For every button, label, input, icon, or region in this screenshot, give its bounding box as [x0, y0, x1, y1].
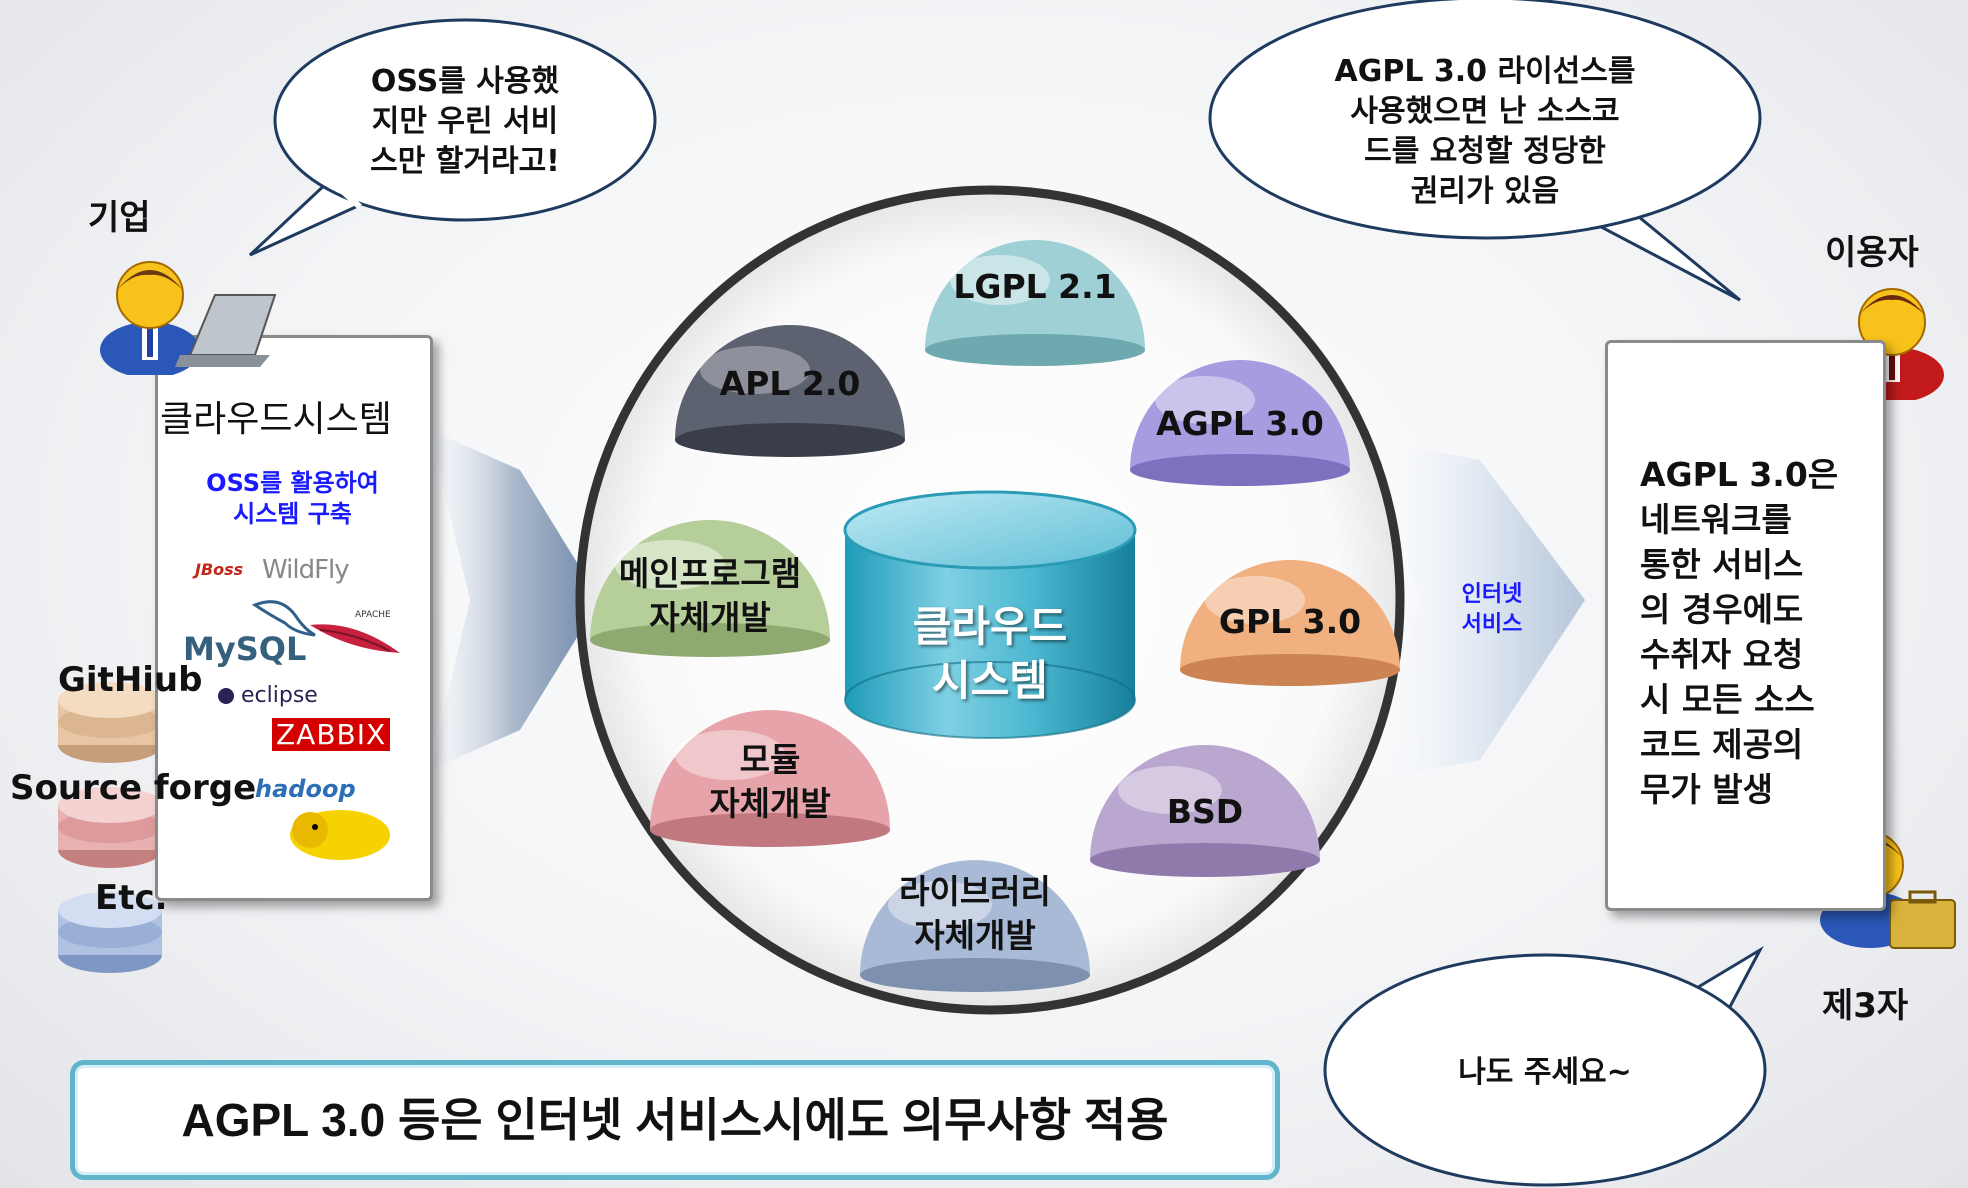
company-bubble-line-3: 스만 할거라고! — [370, 144, 560, 179]
repo-stack-sourceforge — [58, 787, 162, 868]
wildfly-logo: WildFly — [262, 555, 350, 585]
repo-stack-github — [58, 682, 162, 763]
user-bubble-line-4: 권리가 있음 — [1410, 174, 1560, 209]
wildfly-logo-text: WildFly — [262, 555, 350, 585]
internet-service-line-2: 서비스 — [1461, 612, 1523, 637]
repo-label-sourceforge: Source forge — [10, 768, 257, 808]
cloud-system-cylinder — [843, 490, 1137, 739]
company-system-panel — [155, 335, 433, 901]
user-bubble-text: AGPL 3.0 라이선스를 사용했으면 난 소스코 드를 요청할 정당한 권리… — [1245, 52, 1725, 212]
cloud-system-label-line-1: 클라우드 — [912, 602, 1068, 651]
repo-label-etc: Etc. — [95, 878, 168, 918]
dome-module — [650, 710, 890, 847]
footer-banner: AGPL 3.0 등은 인터넷 서비스시에도 의무사항 적용 — [70, 1060, 1280, 1180]
dome-module-line-1: 모듈 — [739, 740, 801, 779]
subtitle-line-2: 시스템 구축 — [233, 500, 352, 528]
service-arrow — [1370, 440, 1585, 780]
jboss-logo: JBoss — [195, 560, 243, 579]
apache-logo-text: APACHE — [355, 610, 391, 620]
user-speech-bubble — [1208, 0, 1762, 302]
dome-label-agpl: AGPL 3.0 — [1156, 404, 1324, 443]
repo-stack-etc — [58, 892, 162, 973]
agpl-obligation-panel — [1605, 340, 1886, 911]
dome-agpl — [1130, 360, 1350, 486]
dome-library — [860, 860, 1090, 992]
dome-label-main-program: 메인프로그램 자체개발 — [580, 552, 840, 640]
user-bubble-line-3: 드를 요청할 정당한 — [1364, 134, 1606, 169]
eclipse-icon — [218, 688, 234, 704]
agpl-obligation-text: AGPL 3.0은 네트워크를 통한 서비스 의 경우에도 수취자 요청 시 모… — [1640, 452, 1870, 812]
dome-module-line-2: 자체개발 — [709, 784, 831, 823]
obligation-line-5: 수취자 요청 — [1640, 635, 1804, 674]
actor-label-user: 이용자 — [1825, 233, 1919, 273]
company-system-title: 클라우드시스템 — [160, 399, 392, 440]
user-bubble-line-2: 사용했으면 난 소스코 — [1350, 94, 1620, 129]
cloud-system-label-line-2: 시스템 — [932, 656, 1048, 705]
internet-service-line-1: 인터넷 — [1461, 582, 1523, 607]
dome-label-library: 라이브러리 자체개발 — [845, 870, 1105, 958]
eclipse-logo: eclipse — [218, 683, 318, 708]
obligation-line-4: 의 경우에도 — [1640, 590, 1804, 629]
zabbix-logo-text: ZABBIX — [276, 718, 387, 751]
footer-text: AGPL 3.0 등은 인터넷 서비스시에도 의무사항 적용 — [181, 1094, 1169, 1146]
dome-label-gpl: GPL 3.0 — [1218, 602, 1362, 641]
dome-apl — [675, 325, 905, 457]
eclipse-logo-text: eclipse — [241, 683, 318, 708]
dome-main-line-2: 자체개발 — [649, 598, 771, 637]
internet-service-label: 인터넷 서비스 — [1432, 580, 1552, 640]
obligation-line-8: 무가 발생 — [1640, 770, 1773, 809]
input-arrow — [430, 430, 600, 770]
mysql-logo-text: MySQL — [183, 630, 307, 668]
dome-lgpl — [925, 240, 1145, 366]
hadoop-logo-text: hadoop — [255, 775, 356, 803]
third-party-speech-bubble — [1323, 945, 1767, 1187]
dome-library-line-2: 자체개발 — [914, 916, 1036, 955]
dome-main-line-1: 메인프로그램 — [618, 554, 802, 593]
dome-label-lgpl: LGPL 2.1 — [953, 267, 1117, 306]
actor-label-company: 기업 — [88, 198, 151, 238]
third-party-bubble-text: 나도 주세요~ — [1458, 1055, 1632, 1090]
hadoop-elephant-icon — [290, 810, 390, 860]
mysql-dolphin-icon — [251, 600, 316, 637]
obligation-line-2: 네트워크를 — [1640, 500, 1792, 539]
dome-gpl — [1180, 560, 1400, 686]
obligation-line-7: 코드 제공의 — [1640, 725, 1804, 764]
dome-bsd — [1090, 745, 1320, 877]
company-bubble-text: OSS를 사용했 지만 우린 서비 스만 할거라고! — [320, 62, 610, 182]
apache-logo: APACHE — [355, 610, 391, 620]
cloud-system-label: 클라우드 시스템 — [860, 600, 1120, 708]
zabbix-logo: ZABBIX — [272, 718, 391, 751]
dome-main-program — [590, 520, 830, 657]
subtitle-line-1: OSS를 활용하여 — [206, 469, 379, 497]
actor-label-third: 제3자 — [1822, 986, 1909, 1026]
company-person-icon — [100, 261, 277, 375]
company-bubble-line-2: 지만 우린 서비 — [371, 104, 559, 139]
user-bubble-line-1: AGPL 3.0 라이선스를 — [1334, 54, 1636, 89]
company-speech-bubble — [248, 18, 657, 257]
mysql-logo: MySQL — [183, 630, 306, 668]
company-system-subtitle: OSS를 활용하여 시스템 구축 — [185, 468, 400, 530]
obligation-line-6: 시 모든 소스 — [1640, 680, 1815, 719]
dome-library-line-1: 라이브러리 — [899, 872, 1051, 911]
company-bubble-line-1: OSS를 사용했 — [370, 64, 560, 99]
obligation-line-1: AGPL 3.0은 — [1640, 455, 1839, 494]
dome-label-apl: APL 2.0 — [719, 364, 861, 403]
dome-label-bsd: BSD — [1166, 792, 1244, 831]
dome-label-module: 모듈 자체개발 — [640, 738, 900, 826]
jboss-logo-text: JBoss — [195, 560, 244, 579]
repo-label-github: GitHiub — [58, 660, 203, 700]
hadoop-logo: hadoop — [255, 775, 356, 803]
apache-feather-icon — [310, 624, 400, 653]
obligation-line-3: 통한 서비스 — [1640, 545, 1804, 584]
